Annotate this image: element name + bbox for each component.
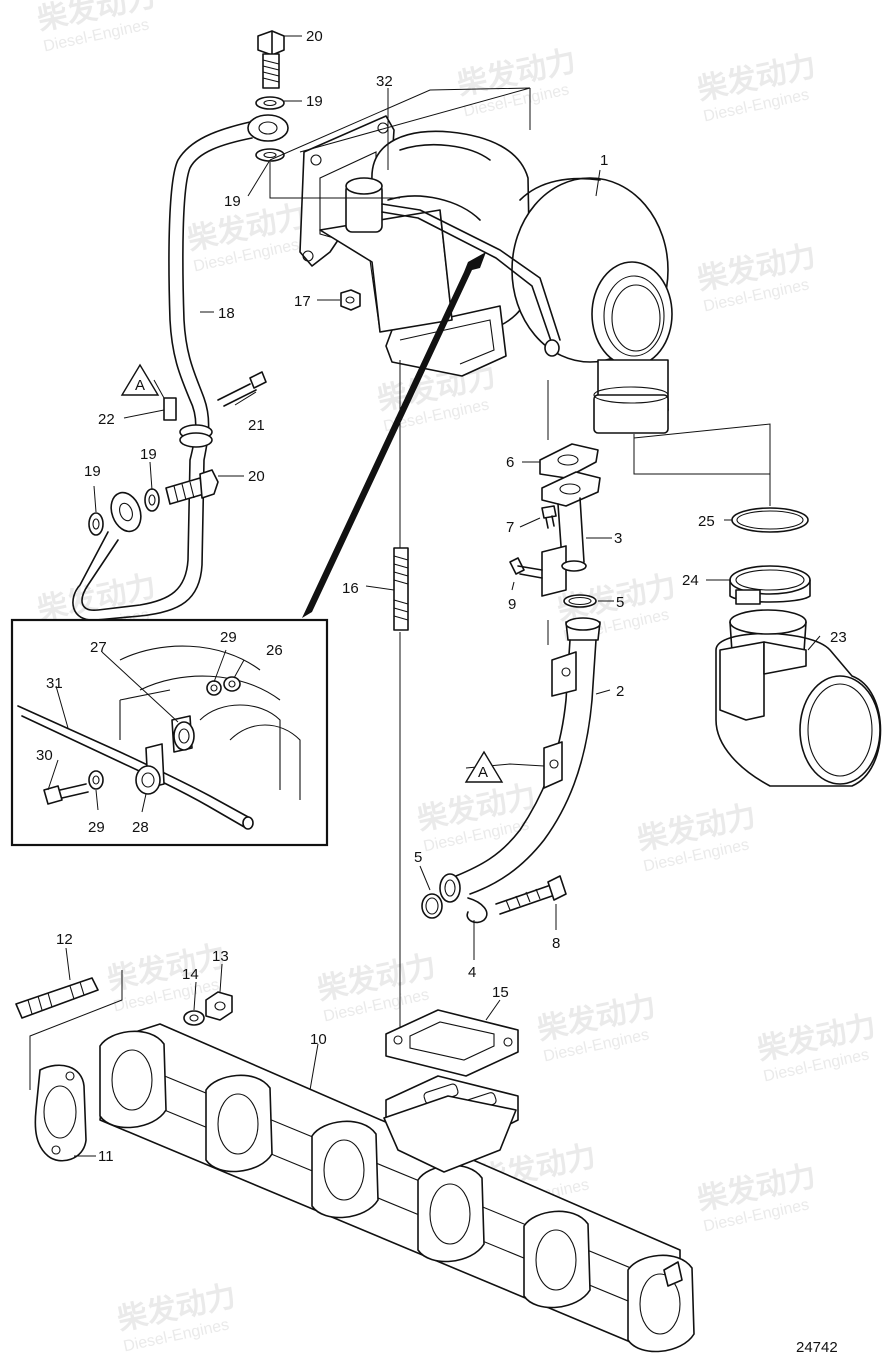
reference-guide-lines	[29, 87, 771, 1090]
oil-feed-pipe	[72, 121, 253, 621]
part-label: 1	[600, 152, 608, 169]
part-label: 22	[98, 411, 115, 428]
turbocharger	[319, 130, 673, 434]
banjo-fitting-lower	[110, 491, 142, 533]
part-label: 4	[468, 964, 476, 981]
part-label: 31	[46, 675, 63, 692]
inlet-hose	[715, 609, 882, 787]
detail-marker-label: A	[478, 764, 488, 781]
part-label: 30	[36, 747, 53, 764]
part-label: 27	[90, 639, 107, 656]
spring-washer	[183, 1010, 205, 1026]
part-label: 20	[306, 28, 323, 45]
flange-nut	[205, 991, 233, 1021]
part-label: 5	[616, 594, 624, 611]
part-label: 15	[492, 984, 509, 1001]
part-label: 20	[248, 468, 265, 485]
detail-marker-a: A	[464, 750, 504, 783]
part-label: 11	[98, 1148, 114, 1165]
part-label: 19	[84, 463, 101, 480]
part-label: 19	[140, 446, 157, 463]
hose-clamp	[729, 565, 811, 605]
detail-marker-a: A	[120, 363, 160, 396]
part-label: 7	[506, 519, 514, 536]
part-label: 28	[132, 819, 149, 836]
exhaust-manifold	[99, 1023, 695, 1353]
part-label: 29	[220, 629, 237, 646]
part-label: 24	[682, 572, 699, 589]
part-label: 18	[218, 305, 235, 322]
part-label: 16	[342, 580, 359, 597]
manifold-gasket	[34, 1064, 87, 1162]
banjo-fitting	[247, 114, 289, 142]
part-label: 3	[614, 530, 622, 547]
part-label: 10	[310, 1031, 327, 1048]
detail-view-a	[10, 618, 329, 847]
long-stud	[393, 360, 409, 1040]
part-label: 23	[830, 629, 847, 646]
banjo-bolt-top	[257, 30, 285, 89]
part-label: 5	[414, 849, 422, 866]
label-leader-lines	[47, 35, 821, 1157]
part-label: 21	[248, 417, 265, 434]
turbo-gasket	[385, 1009, 519, 1077]
part-label: 8	[552, 935, 560, 952]
banjo-bolt-lower	[165, 469, 219, 505]
sealing-washer	[255, 148, 285, 162]
part-label: 14	[182, 966, 199, 983]
part-label: 26	[266, 642, 283, 659]
part-label: 25	[698, 513, 715, 530]
part-label: 19	[224, 193, 241, 210]
manifold-stud	[15, 977, 99, 1019]
part-label: 17	[294, 293, 311, 310]
detail-marker-label: A	[135, 377, 145, 394]
part-label: 29	[88, 819, 105, 836]
clip-bolt	[217, 371, 267, 407]
detail-pointer-arrow	[302, 252, 486, 618]
oil-return-pipe-assembly	[421, 443, 601, 924]
sealing-washer	[144, 488, 160, 512]
sealing-washer	[255, 96, 285, 110]
part-number-labels: 1 2 3 4 5 5 6 7 8 9 10 11 12 13 14 15 16…	[36, 28, 847, 1165]
sealing-washer	[88, 512, 104, 536]
hex-nut	[340, 289, 361, 311]
o-ring-large	[731, 507, 809, 533]
part-label: 12	[56, 931, 73, 948]
part-label: 32	[376, 73, 393, 90]
part-label: 13	[212, 948, 229, 965]
drawing-number: 24742	[796, 1339, 838, 1356]
part-label: 19	[306, 93, 323, 110]
part-label: 9	[508, 596, 516, 613]
part-label: 6	[506, 454, 514, 471]
part-label: 2	[616, 683, 624, 700]
